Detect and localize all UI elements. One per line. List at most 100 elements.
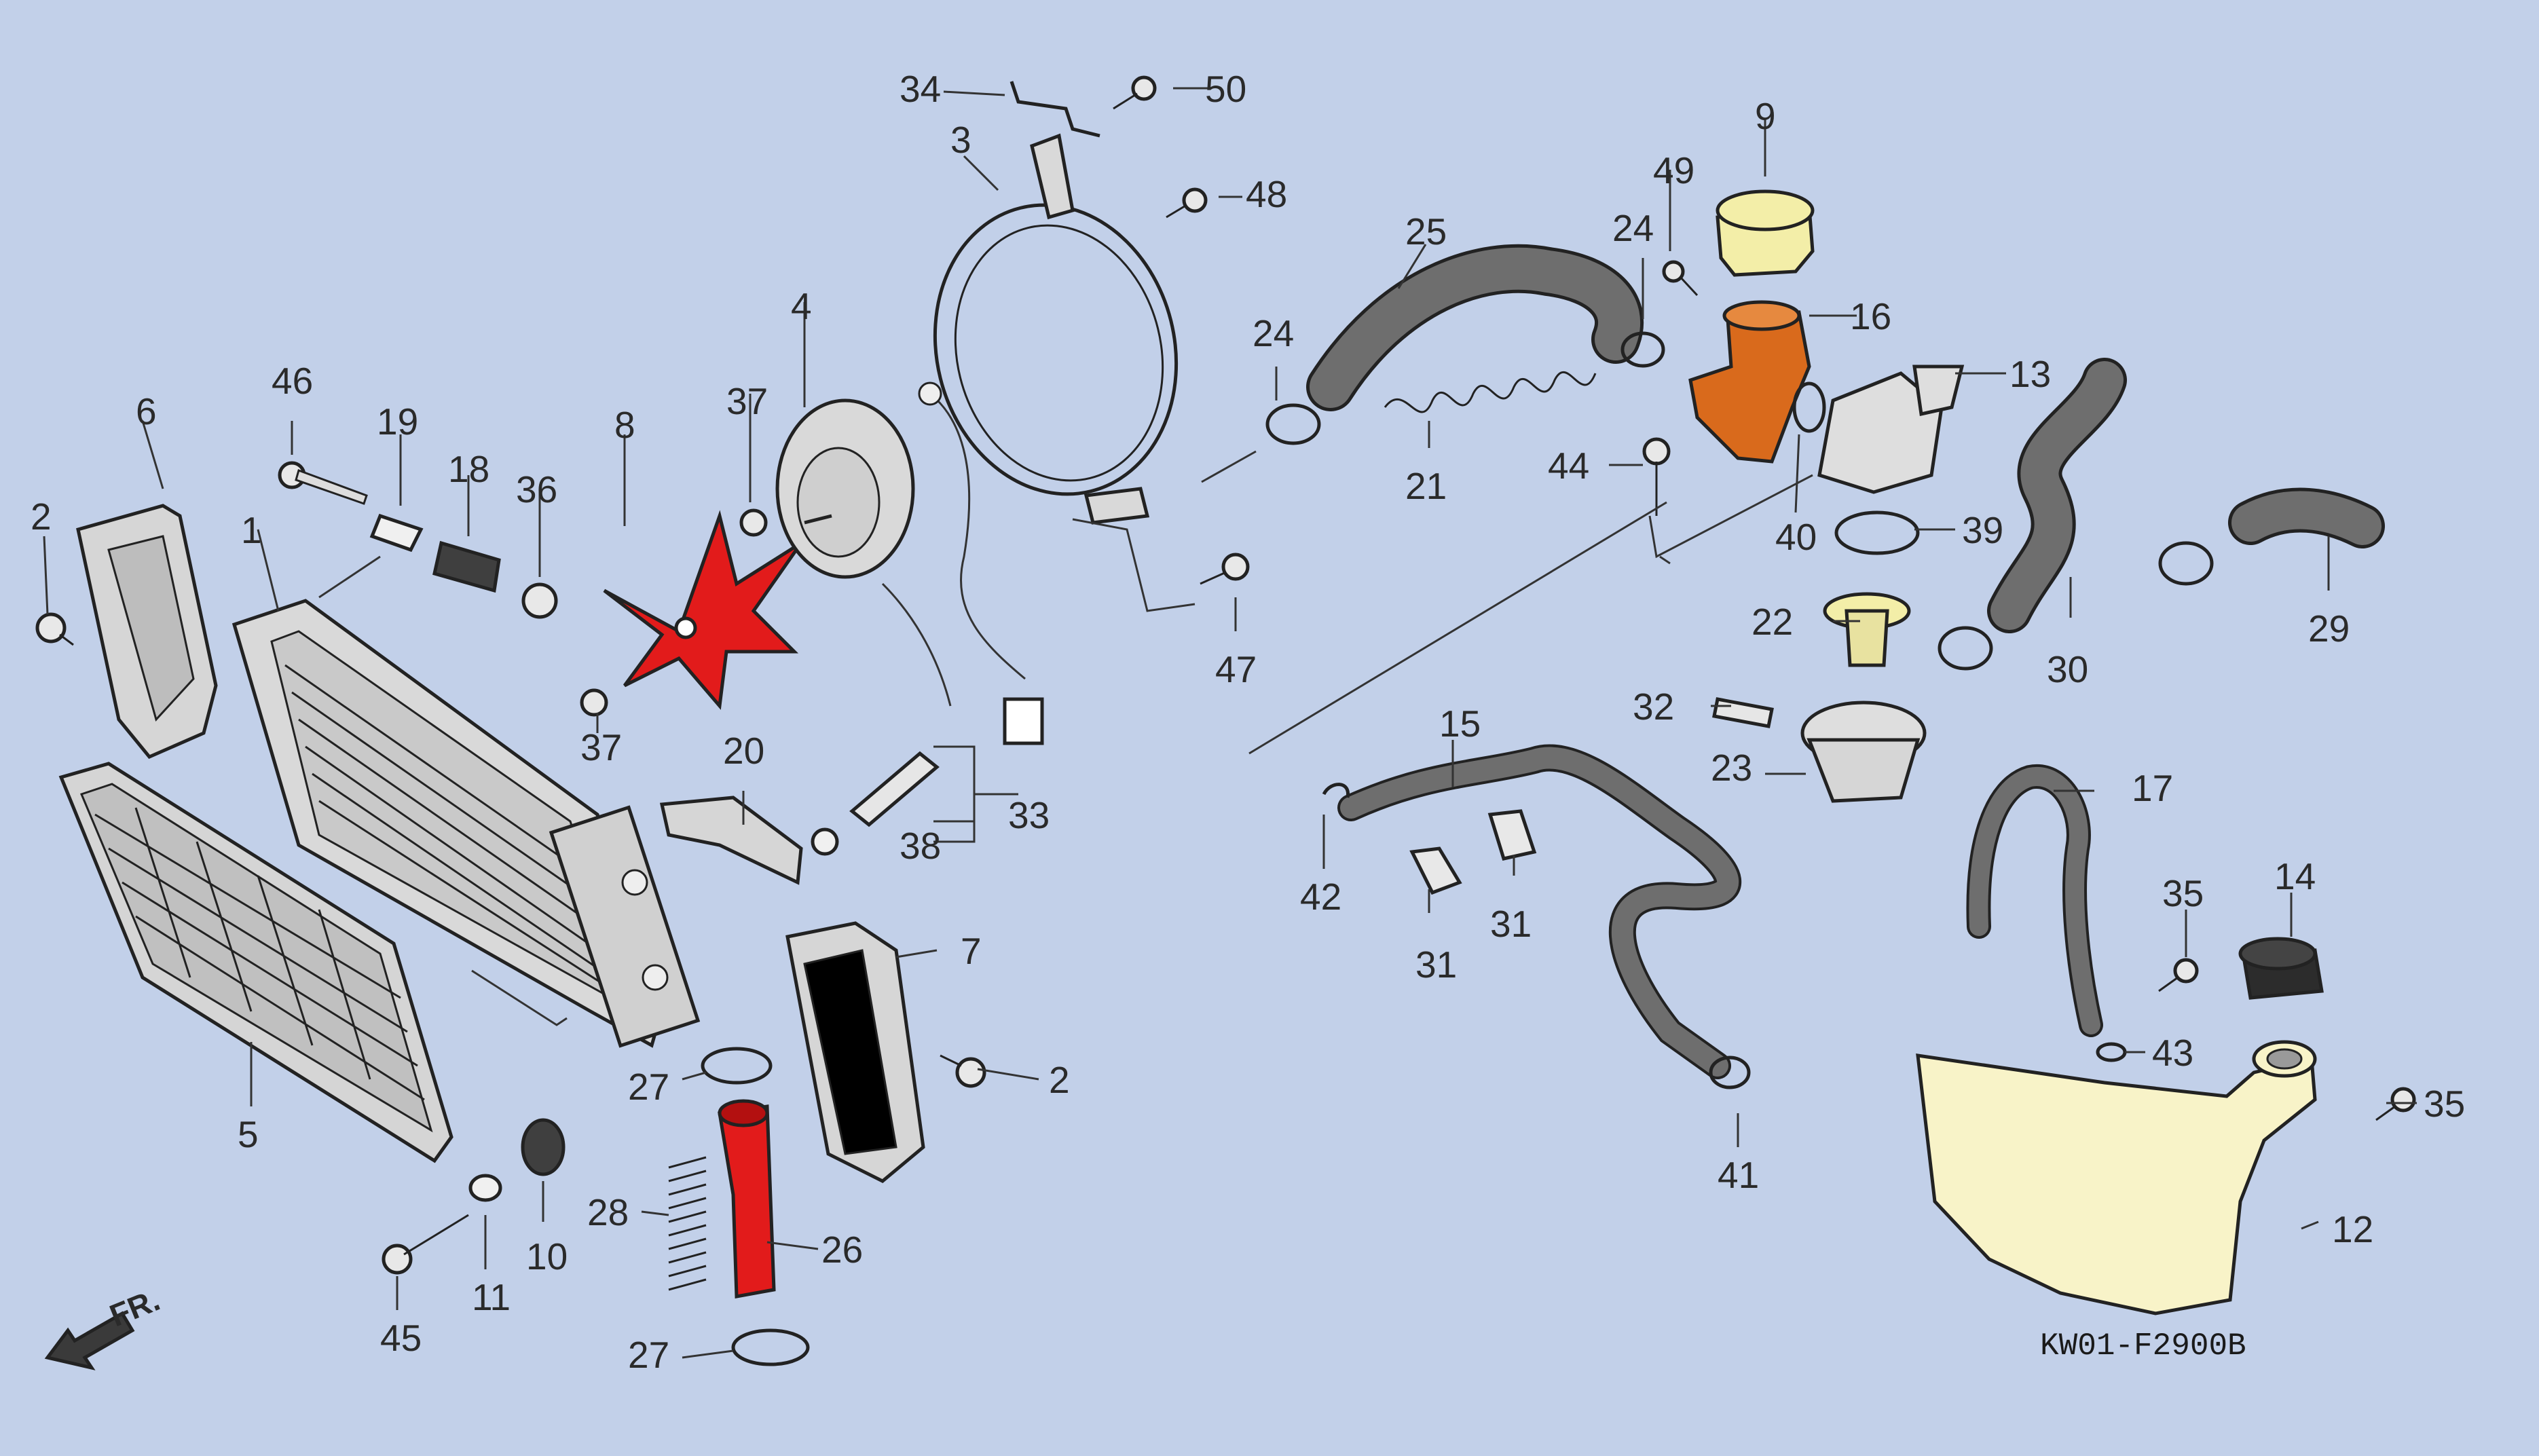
callout-48: 48	[1246, 173, 1287, 215]
part-26-hose	[718, 1099, 776, 1299]
callout-24-left: 24	[1253, 312, 1294, 354]
part-39-gasket	[1834, 510, 1920, 555]
part-19-collar	[369, 513, 424, 553]
callout-27-upper: 27	[628, 1066, 669, 1108]
callout-29: 29	[2308, 608, 2350, 650]
callout-38: 38	[900, 825, 941, 867]
part-36-nut	[521, 582, 558, 619]
part-17-overflow-hose	[1966, 764, 2103, 1037]
part-25-hose	[1306, 244, 1644, 411]
callout-44: 44	[1548, 445, 1589, 487]
callout-35-right: 35	[2424, 1083, 2465, 1125]
part-11-collar	[468, 1174, 502, 1202]
part-49-bolt	[1662, 260, 1699, 297]
part-45-bolt	[382, 1214, 469, 1275]
part-18-grommet	[432, 540, 501, 593]
callout-49: 49	[1653, 149, 1694, 191]
callout-37-lower: 37	[580, 726, 622, 768]
part-32-temperature-sensor	[1712, 697, 1774, 728]
part-8-fan	[603, 510, 803, 710]
callout-34: 34	[900, 68, 941, 110]
callout-35-upper: 35	[2162, 872, 2204, 914]
part-clamp-30	[1938, 626, 1993, 671]
part-22-thermostat	[1823, 592, 1911, 667]
callout-17: 17	[2132, 767, 2173, 809]
part-37-nut-lower	[580, 688, 608, 717]
part-14-reserve-tank-cap	[2238, 937, 2324, 1000]
callout-21: 21	[1405, 465, 1447, 507]
part-41-clamp	[1709, 1056, 1751, 1089]
part-27-clamp-upper	[701, 1047, 773, 1085]
part-5-grille	[58, 762, 453, 1163]
callout-45: 45	[380, 1317, 422, 1359]
callout-42: 42	[1300, 876, 1341, 918]
callout-labels: 34 50 3 48 9 49 25 24 16 13 4 24 46 19 1…	[31, 68, 2465, 1376]
part-46-bolt	[278, 461, 368, 505]
part-29-hose	[2228, 487, 2385, 548]
callout-28: 28	[587, 1191, 629, 1233]
diagram-code: KW01-F2900B	[2040, 1328, 2246, 1364]
callout-2-right: 2	[1049, 1059, 1070, 1101]
part-3-fan-shroud	[933, 133, 1179, 525]
callout-4: 4	[791, 285, 812, 327]
part-30-hose	[1987, 358, 2127, 633]
part-42-clip	[1322, 783, 1350, 798]
part-10-rubber-mount	[521, 1118, 566, 1176]
callout-37-upper: 37	[726, 380, 768, 422]
part-2-screw-left	[35, 612, 74, 646]
part-12-reserve-tank	[1916, 1040, 2317, 1315]
part-31-clip-left	[1409, 846, 1462, 895]
callout-40: 40	[1775, 516, 1817, 558]
part-34-clip	[1009, 81, 1100, 138]
callout-1: 1	[241, 509, 262, 551]
part-16-filler-neck	[1688, 300, 1811, 464]
part-1-radiator	[231, 599, 701, 1048]
part-15-hose	[1337, 744, 1742, 1079]
callout-24-upper: 24	[1612, 207, 1654, 249]
part-24-clamp-right	[1620, 331, 1665, 368]
part-48-bolt	[1166, 187, 1208, 219]
part-24-clamp-left	[1265, 403, 1321, 445]
callout-33: 33	[1008, 794, 1050, 836]
part-clamp-29	[2158, 541, 2214, 586]
callout-14: 14	[2274, 855, 2316, 897]
part-50-bolt	[1113, 75, 1157, 110]
callout-5: 5	[238, 1113, 259, 1155]
part-31-clip-right	[1487, 809, 1537, 861]
callout-7: 7	[961, 930, 982, 972]
callout-30: 30	[2047, 648, 2088, 690]
callout-26: 26	[821, 1229, 863, 1271]
callout-16: 16	[1850, 295, 1891, 337]
callout-31-left: 31	[1415, 944, 1457, 986]
part-43-clip	[2096, 1042, 2127, 1062]
part-4-fan-motor	[775, 381, 1044, 745]
part-7-lower-shroud	[785, 921, 925, 1183]
callout-47: 47	[1215, 648, 1257, 690]
callout-39: 39	[1962, 509, 2003, 551]
callout-11: 11	[472, 1276, 511, 1318]
callout-6: 6	[136, 390, 157, 432]
part-23-thermostat-housing	[1800, 701, 1927, 803]
callout-36: 36	[516, 468, 557, 510]
callout-18: 18	[448, 448, 489, 490]
part-47-bolt	[1200, 553, 1250, 585]
front-direction-arrow	[44, 1311, 135, 1370]
leader-lines	[43, 87, 2417, 1359]
callout-3: 3	[950, 119, 971, 161]
part-37-nut-upper	[739, 508, 768, 537]
part-20-bracket	[659, 796, 803, 885]
part-35-bolt-right	[2375, 1087, 2416, 1121]
callout-19: 19	[377, 400, 418, 443]
callout-10: 10	[526, 1235, 568, 1277]
part-21-spring	[1384, 371, 1597, 413]
part-28-spring	[668, 1156, 707, 1291]
part-44-bolt	[1642, 437, 1671, 516]
callout-9: 9	[1755, 95, 1776, 137]
callout-32: 32	[1633, 686, 1674, 728]
callout-22: 22	[1752, 601, 1793, 643]
part-27-clamp-lower	[731, 1328, 810, 1366]
part-2-screw-right	[940, 1054, 986, 1088]
part-40-o-ring	[1792, 381, 1826, 433]
callout-46: 46	[272, 360, 313, 402]
